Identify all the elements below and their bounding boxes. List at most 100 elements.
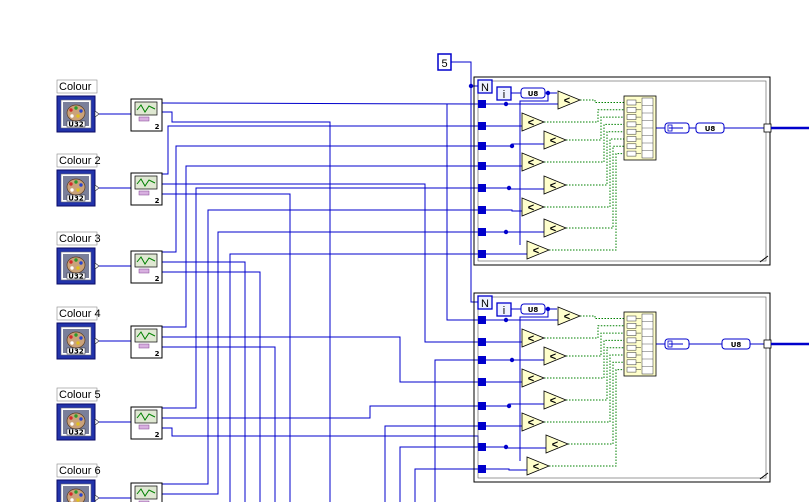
constant-frame [437, 53, 452, 71]
input-tunnel [478, 122, 486, 130]
less-than-node[interactable]: < [543, 390, 568, 410]
wire [162, 209, 478, 485]
wire [162, 145, 478, 253]
control-label: Colour 4 [59, 308, 101, 320]
output-terminal [94, 184, 100, 192]
wire [544, 325, 627, 339]
iteration-terminal-label: i [503, 89, 505, 101]
split-number-node[interactable]: 2 [130, 98, 163, 132]
control-label-box [56, 463, 98, 478]
less-than-node[interactable]: < [521, 328, 546, 348]
wire [486, 403, 544, 407]
colour-control[interactable]: Colour 6U32 [56, 463, 101, 502]
comparison-symbol: < [533, 461, 539, 473]
less-than-node[interactable]: < [521, 368, 546, 388]
bool-array-to-number[interactable] [664, 338, 690, 350]
wire [399, 446, 478, 502]
type-badge [66, 194, 86, 202]
input-tunnel [478, 338, 486, 346]
comparison-symbol: < [528, 202, 534, 214]
palette-dot [76, 114, 80, 118]
less-than-node[interactable]: < [521, 112, 546, 132]
palette-dot [79, 183, 83, 187]
loop-count-constant[interactable]: 5 [437, 53, 452, 71]
to-u8-label: U8 [528, 90, 539, 98]
split-node-glyph [136, 256, 156, 265]
comparison-triangle [543, 390, 568, 410]
for-loop-inner-border [477, 296, 767, 479]
comparison-triangle [526, 240, 551, 260]
palette-icon [66, 488, 86, 502]
wire [544, 138, 627, 208]
iteration-terminal-label: i [503, 305, 505, 317]
split-number-node[interactable]: 2 [130, 325, 163, 359]
wire [544, 123, 627, 163]
output-terminal [94, 418, 100, 426]
input-tunnel [478, 316, 486, 324]
wire [162, 193, 291, 502]
comparison-symbol: < [528, 333, 534, 345]
less-than-node[interactable]: < [557, 306, 582, 326]
for-loop-border [473, 76, 771, 266]
wire-junction [509, 143, 515, 149]
palette-dot [74, 106, 78, 110]
split-number-node[interactable]: 2 [130, 250, 163, 284]
comparison-symbol: < [528, 117, 534, 129]
palette-dot [79, 109, 83, 113]
less-than-node[interactable]: < [521, 152, 546, 172]
type-badge-text: U32 [68, 120, 84, 128]
type-badge-text: U32 [68, 347, 84, 355]
count-terminal[interactable] [477, 79, 493, 94]
less-than-node[interactable]: < [543, 346, 568, 366]
comparison-triangle [557, 306, 582, 326]
less-than-node[interactable]: < [543, 175, 568, 195]
output-terminal [94, 337, 100, 345]
split-node-count: 2 [155, 197, 160, 205]
less-than-node[interactable]: < [557, 90, 582, 110]
split-number-node[interactable]: 2 [130, 172, 163, 206]
palette-icon [66, 104, 86, 122]
control-label-box [56, 231, 98, 246]
to-u8-label: U8 [528, 306, 539, 314]
build-array-input [626, 323, 637, 329]
for-loop-inner-border [477, 80, 767, 262]
less-than-node[interactable]: < [521, 197, 546, 217]
build-array-node[interactable] [623, 95, 657, 161]
colour-control[interactable]: Colour 4 U32 [56, 306, 101, 360]
wire [486, 187, 544, 190]
wire-junction [509, 357, 515, 363]
wire-junction [503, 317, 509, 323]
split-number-node[interactable]: 2 [130, 482, 163, 502]
control-label-box [56, 387, 98, 402]
count-terminal[interactable] [477, 295, 493, 310]
palette-dot [70, 188, 74, 192]
less-than-node[interactable]: < [543, 218, 568, 238]
bool-array-to-number[interactable] [664, 122, 690, 134]
constant-value: 5 [441, 58, 447, 70]
output-terminal [94, 262, 100, 270]
iteration-terminal [496, 302, 512, 317]
split-node-glyph [138, 424, 150, 430]
split-number-node[interactable]: 2 [130, 406, 163, 440]
split-node-count: 2 [155, 431, 160, 439]
palette-dot [70, 341, 74, 345]
build-array-input [626, 107, 637, 113]
less-than-node[interactable]: < [526, 456, 551, 476]
wire [486, 209, 522, 212]
less-than-node[interactable]: < [526, 240, 551, 260]
less-than-node[interactable]: < [543, 130, 568, 150]
build-array-node[interactable] [623, 311, 657, 377]
wire-junction [506, 185, 512, 191]
count-terminal-label: N [481, 298, 489, 310]
less-than-node[interactable]: < [521, 412, 546, 432]
less-than-node[interactable]: < [545, 434, 570, 454]
input-tunnel [478, 142, 486, 150]
palette-dot [70, 266, 74, 270]
